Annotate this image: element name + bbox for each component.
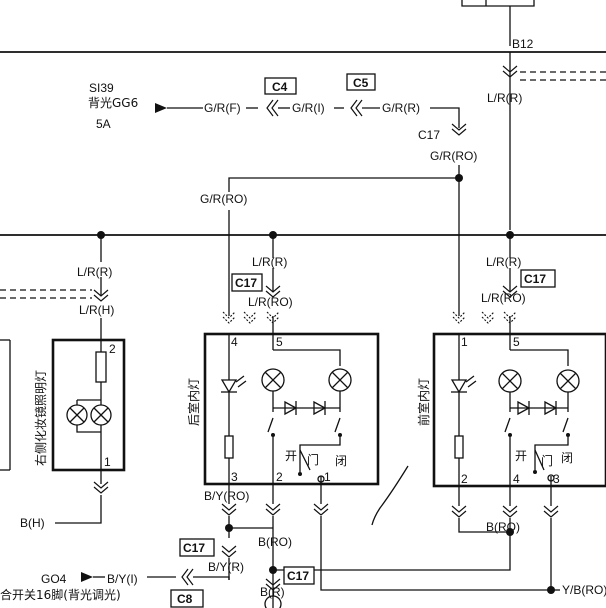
label-grro-b: G/R(RO)	[200, 192, 247, 206]
connector-c17-e: C17	[287, 569, 309, 583]
front-bulb-2	[556, 369, 580, 393]
connector-c17-b: C17	[235, 276, 257, 290]
front-lamp-assembly	[432, 235, 606, 488]
label-grr: G/R(R)	[382, 101, 420, 115]
label-bro-rear: B(RO)	[258, 535, 292, 549]
connector-c8: C8	[177, 592, 193, 606]
label-bro-front: B(RO)	[486, 520, 520, 534]
pin-rear-5: 5	[276, 335, 283, 349]
rear-bulb-1	[261, 368, 285, 392]
vanity-lamp-branch	[0, 235, 126, 524]
pin-rear-1: 1	[324, 470, 331, 484]
connector-c17-d: C17	[183, 541, 205, 555]
label-grf: G/R(F)	[204, 101, 241, 115]
label-ybro: Y/B(RO)	[562, 583, 606, 597]
front-bulb-1	[498, 369, 522, 393]
label-grro-a: G/R(RO)	[430, 149, 477, 163]
vanity-bulb-1	[66, 404, 88, 426]
label-byi: B/Y(I)	[107, 572, 138, 586]
label-switch-open-front: 开	[515, 449, 527, 463]
label-lr-top: L/R(R)	[487, 91, 522, 105]
label-lr-right: L/R(R)	[486, 255, 521, 269]
label-byr: B/Y(R)	[208, 560, 244, 574]
label-vanity-lamp: 右侧化妆镜照明灯	[33, 370, 48, 466]
pin-vanity-2: 2	[109, 342, 116, 356]
connector-c4: C4	[272, 80, 288, 94]
label-lrh: L/R(H)	[79, 303, 114, 317]
rear-lamp-assembly	[203, 235, 380, 486]
label-lrro-mid: L/R(RO)	[248, 295, 293, 309]
pin-front-2: 2	[461, 472, 468, 486]
label-front-lamp: 前室内灯	[416, 378, 431, 426]
rear-lamp-box	[203, 332, 380, 486]
label-bh: B(H)	[20, 516, 45, 530]
label-lr-left: L/R(R)	[77, 265, 112, 279]
label-switch-door-rear: 门	[307, 452, 319, 467]
pin-vanity-1: 1	[104, 455, 111, 469]
lower-wiring	[81, 465, 560, 608]
rear-bulb-2	[328, 368, 352, 392]
connector-c5: C5	[353, 76, 369, 90]
label-b12: B12	[512, 37, 534, 51]
pin-front-5: 5	[513, 335, 520, 349]
label-switch-close-front: 闭	[561, 451, 573, 465]
pin-front-1: 1	[461, 335, 468, 349]
backlight-feed	[155, 73, 467, 316]
connector-c17-c: C17	[524, 272, 546, 286]
label-byro: B/Y(RO)	[204, 489, 249, 503]
label-switch-open-rear: 开	[285, 449, 297, 463]
label-switch-door-front: 门	[541, 453, 553, 468]
top-bus	[0, 0, 606, 239]
front-lamp-box	[432, 332, 606, 488]
label-gri: G/R(I)	[292, 101, 325, 115]
label-lrro-right: L/R(RO)	[481, 291, 526, 305]
label-go4: GO4	[41, 572, 67, 586]
pin-rear-4: 4	[231, 335, 238, 349]
label-br: B(R)	[260, 585, 285, 599]
label-si39: SI39	[89, 81, 114, 95]
label-combo-switch: 合开关16脚(背光调光)	[0, 587, 121, 602]
vanity-lamp-box	[51, 338, 126, 472]
label-fuse-5a: 5A	[96, 117, 111, 131]
label-rear-lamp: 后室内灯	[186, 378, 201, 426]
label-backlight-gg6: 背光GG6	[88, 96, 138, 110]
pin-front-4: 4	[513, 472, 520, 486]
label-switch-close-rear: 闭	[335, 454, 347, 468]
pin-front-3: 3	[553, 472, 560, 486]
vanity-bulb-2	[90, 404, 112, 426]
pin-rear-2: 2	[276, 470, 283, 484]
pin-rear-3: 3	[231, 470, 238, 484]
label-lr-mid: L/R(R)	[252, 255, 287, 269]
label-c17-a: C17	[418, 128, 440, 142]
